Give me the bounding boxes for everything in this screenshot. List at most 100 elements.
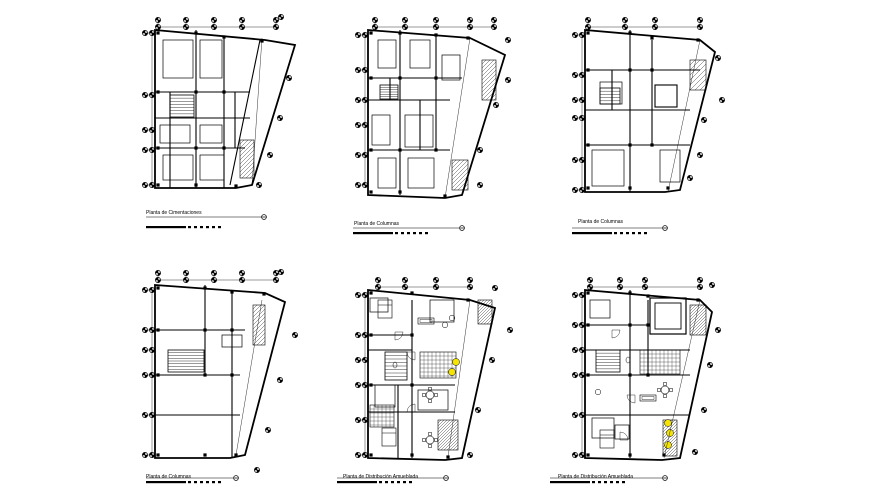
hatch-line [689,304,697,312]
axis-fill [239,277,245,283]
axis-fill [149,287,155,293]
scale-segment [632,232,635,235]
left-axis-marker [355,97,361,103]
axis-fill [572,72,578,78]
axis-fill [433,24,439,30]
hatch-line [477,309,493,325]
axis-fill [579,347,585,353]
axis-fill [149,412,155,418]
axis-fill [587,284,593,290]
hatch-line [704,333,707,336]
axis-fill [372,24,378,30]
hatch-line [689,73,707,91]
hatch-line [451,163,469,181]
hatch-line [451,159,457,165]
scale-segment [188,481,191,484]
hatch-line [689,63,707,81]
left-axis-marker [142,327,148,333]
chair [434,393,438,397]
toilet [625,356,631,364]
hatch-line [457,179,469,191]
axis-fill [572,322,578,328]
hatch-line [689,68,707,86]
left-axis-marker [572,372,578,378]
chair [422,438,426,442]
hatched-area [481,59,497,101]
top-axis-marker [697,17,703,23]
top-axis-marker [375,277,381,283]
panel-caption-4: Planta de Columnas [146,474,192,480]
axis-fill [183,270,189,276]
axis-fill [155,277,161,283]
scale-segment [188,226,191,229]
top-axis-marker [587,277,593,283]
door-arc [626,394,636,404]
outer-wall [584,29,717,193]
plant [452,358,460,366]
structural-column [369,190,373,194]
door-arc [611,329,621,339]
room-box [441,54,461,81]
structural-column [628,291,632,295]
hatch-line [695,324,707,336]
structural-column [203,286,207,290]
structural-column [410,383,414,387]
hatch-line [437,419,451,433]
left-axis-marker [355,67,361,73]
right-axis-marker [278,14,284,20]
axis-fill [355,357,361,363]
axis-fill [572,157,578,163]
scale-segment [620,232,623,235]
left-axis-marker [355,292,361,298]
room-box [591,149,625,187]
scale-segment [401,232,404,235]
room-box [654,302,682,330]
scale-segment [194,226,197,229]
chair [428,432,432,436]
left-axis-marker [355,152,361,158]
hatch-line [239,153,255,169]
hatch-line [452,444,459,451]
axis-fill [375,284,381,290]
room-box [199,39,223,79]
hatch-line [239,141,255,157]
axis-fill [505,77,511,83]
structural-column [203,373,207,377]
right-axis-marker [715,55,721,61]
hatch-line [252,328,266,342]
axis-fill [579,322,585,328]
top-axis-marker [617,277,623,283]
axis-fill [622,24,628,30]
axis-fill [505,37,511,43]
furniture [417,317,435,325]
hatch-line [483,315,493,325]
structural-column [398,31,402,35]
panel-caption-1: Planta de Cimentaciones [146,210,202,216]
door-swing [406,351,416,361]
scale-segment [622,481,625,484]
hatch-line [481,61,497,77]
left-axis-marker [355,122,361,128]
scale-segment [614,232,617,235]
chair [428,387,432,391]
structural-column [194,146,198,150]
stair-block [167,349,205,373]
hatch-line [252,308,266,322]
armchair [448,314,456,322]
hatch-outline [239,139,255,179]
right-axis-marker [505,77,511,83]
hatch-line [671,450,678,457]
dimension-tick [663,299,701,459]
axis-fill [579,412,585,418]
structural-column [369,291,373,295]
scale-segment [413,232,416,235]
door-swing [626,394,636,404]
left-axis-marker [142,182,148,188]
toilet [392,361,398,369]
structural-column [628,373,632,377]
scale-segment [592,481,595,484]
structural-column [369,383,373,387]
left-axis-marker [572,97,578,103]
scale-segment [385,481,388,484]
structural-column [628,323,632,327]
